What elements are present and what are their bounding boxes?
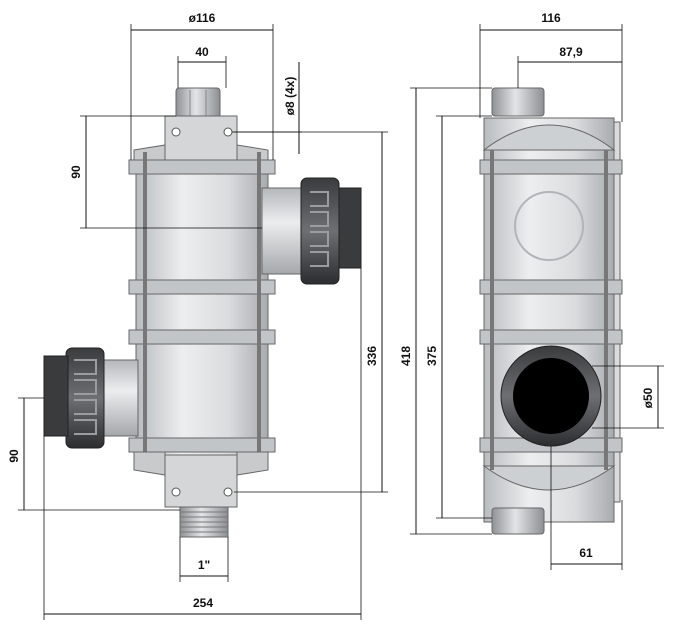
filter-body [135,159,269,461]
front-view [43,87,362,538]
clamp-band-upper-mid [128,279,276,295]
label-lower-port-offset: 90 [7,449,21,463]
side-band-top [479,159,623,175]
side-bottom-dome [482,465,616,491]
upper-port-end [338,187,362,269]
clamp-band-top [128,159,276,175]
side-rear-port-outline [514,191,584,261]
label-top-nut-width: 40 [195,45,209,59]
label-bolt-holes: ø8 (4x) [283,77,297,116]
bottom-block [164,454,238,508]
side-top-nut [491,87,545,117]
dimension-lines [18,24,664,620]
side-band-lower-mid [479,329,623,345]
side-band-upper-mid [479,279,623,295]
label-side-width: 116 [541,11,561,25]
clamp-band-lower-mid [128,329,276,345]
side-body [483,117,615,523]
label-thread-size: 1" [198,558,210,572]
lower-port-end [43,355,69,437]
side-top-dome [482,124,616,151]
clamp-band-bottom [128,437,276,453]
label-overall-height: 418 [399,346,413,366]
label-port-spacing: 336 [365,346,379,366]
label-body-diameter: ø116 [189,11,216,25]
dimension-labels: ø116 40 ø8 (4x) 90 90 336 1" 254 116 87,… [7,11,655,610]
top-hex-nut [175,87,221,119]
label-port-depth: 61 [579,546,593,560]
label-port-diameter: ø50 [641,387,655,408]
label-side-offset: 87,9 [559,45,583,59]
side-bottom-nut [491,507,545,535]
label-flange-height: 375 [425,346,439,366]
top-block [164,115,238,169]
label-overall-width: 254 [193,596,213,610]
side-view [479,87,623,535]
label-upper-port-offset: 90 [69,165,83,179]
lower-port-pipe [97,359,139,437]
side-port-bore [513,358,589,434]
